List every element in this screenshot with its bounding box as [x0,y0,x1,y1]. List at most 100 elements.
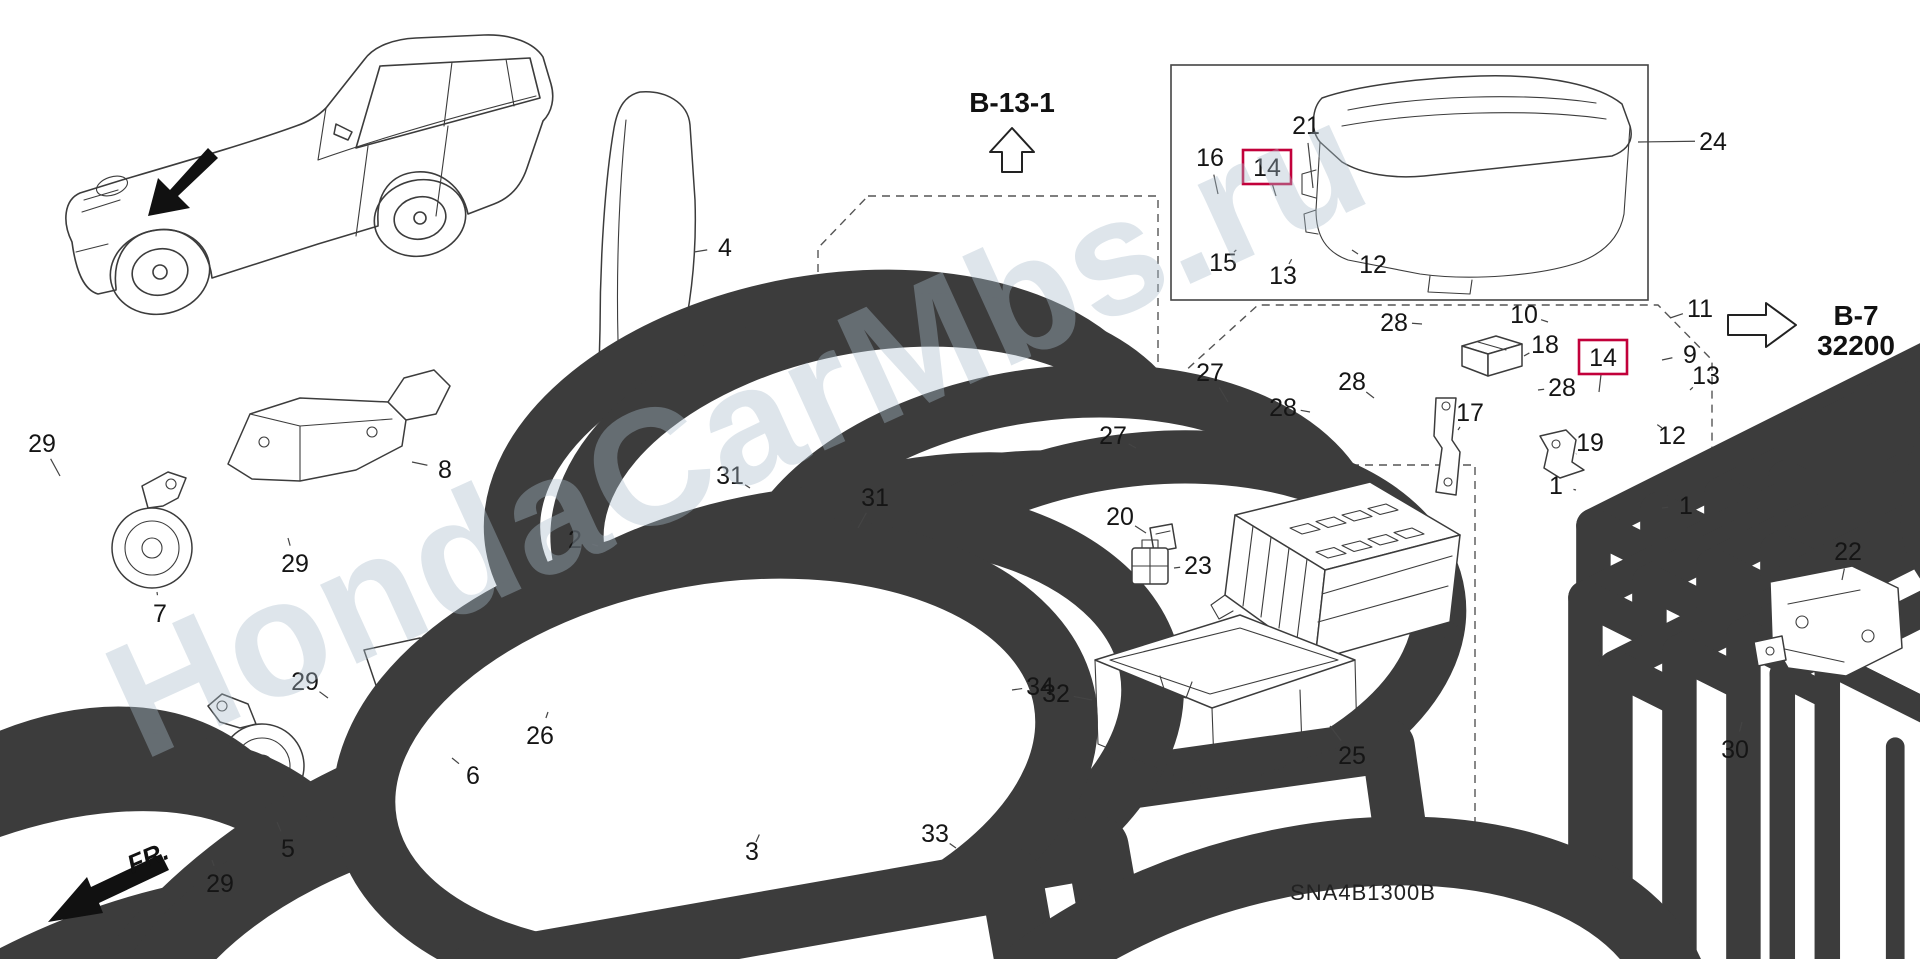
leader-line [1173,566,1181,569]
leader-line [693,249,708,253]
diagram-code: SNA4B1300B [1290,880,1436,905]
fr-direction-arrow-icon [48,854,169,922]
part-label-7: 7 [153,600,167,628]
leader-line [1841,568,1845,581]
part-label-6: 6 [466,762,480,790]
part-label-21: 21 [1292,112,1320,140]
leader-line [1307,142,1314,189]
leader-line [1271,184,1277,197]
ref-b7: B-7 32200 [1727,300,1895,361]
part-label-14: 14 [1589,344,1617,372]
part-label-28: 28 [1269,394,1297,422]
leader-line [1661,506,1669,509]
right-arrow-icon [1727,302,1797,348]
ref-b13: B-13-1 [969,87,1055,173]
leader-line [1656,424,1663,429]
leader-line [755,834,760,843]
part-label-5: 5 [281,835,295,863]
leader-line [276,821,282,832]
part-label-9: 9 [1683,341,1697,369]
leader-line [1661,357,1673,361]
part-label-1: 1 [1679,492,1693,520]
leader-line [1537,388,1545,391]
part-label-24: 24 [1699,128,1727,156]
part-19-bracket [1539,429,1585,479]
leader-line [1288,258,1293,265]
fuse-relay-box [1210,481,1920,959]
leader-line [1128,443,1137,449]
part-label-30: 30 [1721,736,1749,764]
up-arrow-icon [989,127,1035,173]
leader-line [744,484,751,489]
leader-line [1669,313,1684,319]
fuse-box-dashed-box [1042,304,1713,926]
part-label-23: 23 [1184,552,1212,580]
part-label-12: 12 [1658,422,1686,450]
leader-line [411,461,428,466]
part-label-22: 22 [1834,538,1862,566]
part-label-33: 33 [921,820,949,848]
lower-tray [1094,614,1358,793]
part-label-1: 1 [1549,472,1563,500]
part-label-2: 2 [568,526,582,554]
leader-line [545,711,549,719]
ref-b13-label: B-13-1 [969,87,1055,118]
part-20-bracket [1149,523,1177,553]
leader-line [1365,391,1375,399]
part-label-14: 14 [1253,154,1281,182]
part-label-32: 32 [1042,680,1070,708]
leader-line [949,842,957,849]
leader-line [1689,386,1694,391]
part-label-29: 29 [206,870,234,898]
leader-line [1351,249,1359,255]
leader-line [451,757,460,765]
part-label-29: 29 [281,550,309,578]
part-label-31: 31 [861,484,889,512]
part-label-20: 20 [1106,503,1134,531]
part-22-bracket [1753,565,1903,677]
part-label-17: 17 [1456,399,1484,427]
part-label-16: 16 [1196,144,1224,172]
leader-line [1411,322,1423,325]
part-label-10: 10 [1510,301,1538,329]
leader-line [1573,488,1577,491]
part-17-bracket [1433,397,1461,496]
leader-line [592,543,599,547]
part-label-highlight [1577,338,1629,376]
part-label-4: 4 [718,234,732,262]
part-label-31: 31 [716,462,744,490]
part-label-3: 3 [745,838,759,866]
part-label-34: 34 [1026,673,1054,701]
leader-line [1233,249,1237,253]
car-illustration [65,34,554,316]
leader-line [1213,174,1219,195]
leader-line [1637,140,1696,143]
part-8-bracket [227,369,451,482]
part-24-cover [1301,75,1632,295]
leader-line [1329,725,1342,742]
leader-line [1300,409,1311,413]
leader-line [1523,352,1530,357]
leader-line [50,458,61,477]
leader-line [1598,374,1602,393]
leader-line [1738,721,1743,732]
leader-line [1073,695,1093,701]
leader-line [1134,525,1147,534]
part-label-13: 13 [1269,262,1297,290]
part-7-horn [111,471,193,589]
part-label-8: 8 [438,456,452,484]
cover-group-box [1170,64,1649,301]
location-arrow-icon [148,148,218,216]
part-label-12: 12 [1359,251,1387,279]
part-23-connector [1131,539,1169,585]
part-label-26: 26 [526,722,554,750]
part-label-highlight [1241,148,1293,186]
ref-b7-label: B-7 [1833,300,1878,331]
part-label-27: 27 [1196,359,1224,387]
part-label-18: 18 [1531,331,1559,359]
leader-line [1457,426,1461,431]
part-label-25: 25 [1338,742,1366,770]
part-label-29: 29 [291,668,319,696]
